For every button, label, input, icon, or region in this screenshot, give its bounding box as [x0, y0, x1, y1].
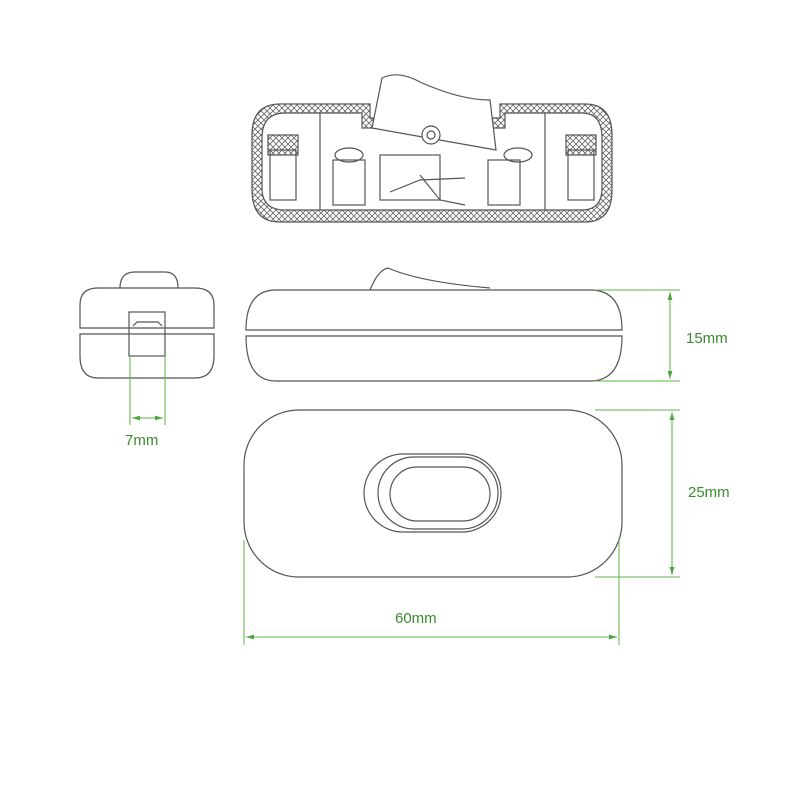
- height-label: 15mm: [686, 330, 728, 347]
- cross-section-view: [251, 74, 613, 223]
- dim-terminal-width: [129, 356, 166, 425]
- dim-length: [243, 540, 620, 645]
- top-view: [243, 409, 623, 578]
- terminal-width-label: 7mm: [125, 432, 159, 449]
- dim-width: [595, 409, 680, 578]
- dim-height: [595, 289, 680, 382]
- side-view: [245, 267, 623, 382]
- length-label: 60mm: [395, 610, 437, 627]
- width-label: 25mm: [688, 484, 730, 501]
- end-view: [79, 271, 215, 379]
